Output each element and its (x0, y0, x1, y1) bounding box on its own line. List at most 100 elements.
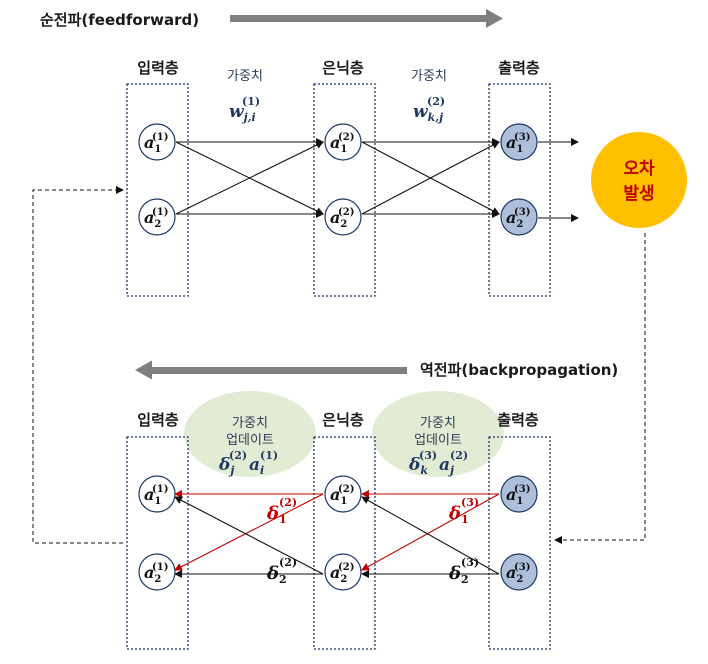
top-node-out1-base: a (506, 133, 516, 152)
delta-output-1-sub: 1 (461, 513, 469, 526)
bottom-node-out1-sub: 1 (516, 496, 523, 507)
top-output-layer-label: 출력층 (498, 59, 540, 77)
top-node-in2-base: a (144, 208, 154, 227)
bottom-node-hid2-sub: 2 (340, 574, 347, 585)
top-node-hid2-base: a (330, 208, 340, 227)
weight-symbol-w2-sup: (2) (427, 95, 445, 108)
bottom-node-hid1-base: a (330, 485, 340, 504)
update-formula-2-delta: δ (408, 455, 420, 475)
top-input-layer-label: 입력층 (137, 59, 179, 77)
svg-text:a2(2): a2(2) (330, 562, 354, 585)
delta-hidden-1: δ1 (2) (266, 496, 297, 526)
svg-text:a2(1): a2(1) (144, 562, 168, 585)
top-node-hid1-sup: (2) (338, 132, 354, 143)
bottom-node-in1-sup: (1) (152, 484, 168, 495)
weight-update-bubble-1 (184, 391, 316, 477)
delta-hidden-1-sub: 1 (279, 513, 287, 526)
delta-hidden-1-sup: (2) (279, 496, 297, 509)
top-output-layer-box (488, 83, 551, 297)
update-formula-2-delta-sup: (3) (419, 449, 437, 462)
top-node-in1: a1(1) (138, 123, 176, 161)
top-node-hid2: a2(2) (324, 198, 362, 236)
top-node-hid1: a1(2) (324, 123, 362, 161)
delta-hidden-2-sub: 2 (279, 573, 287, 586)
top-hidden-layer-label: 은닉층 (322, 59, 364, 77)
svg-text:a1(1): a1(1) (144, 132, 168, 155)
bottom-node-in2: a2(1) (138, 553, 176, 591)
weight-symbol-w2-sub: k,j (428, 111, 443, 124)
delta-output-1: δ1(3) (448, 496, 479, 526)
update-2-line2: 업데이트 (414, 433, 462, 448)
update-formula-2-delta-sub: k (420, 464, 428, 477)
backprop-title: 역전파(backpropagation) (420, 361, 618, 379)
weight-symbol-w2-base: w (413, 102, 429, 122)
delta-output-1-sup: (3) (461, 496, 479, 509)
weight-update-bubble-2 (372, 391, 504, 477)
svg-text:a1(3): a1(3) (506, 484, 530, 507)
update-formula-1-a-sup: (1) (260, 449, 278, 462)
delta-hidden-2-sup: (2) (279, 556, 297, 569)
bottom-node-in2-base: a (144, 563, 154, 582)
backward-connections-black (174, 496, 500, 578)
bottom-output-layer-box (488, 436, 551, 650)
bottom-node-out2-base: a (506, 563, 516, 582)
update-formula-2-a-sub: j (448, 464, 454, 477)
bottom-node-in2-sub: 2 (154, 574, 161, 585)
bottom-node-hid2-sup: (2) (338, 562, 354, 573)
bottom-node-hid2: a2(2) (324, 553, 362, 591)
top-node-in2-sub: 2 (154, 219, 161, 230)
delta-hidden-2: δ2 (2) (266, 556, 297, 586)
backward-connections-red (174, 490, 500, 571)
top-node-out1-sub: 1 (516, 144, 523, 155)
weight-symbol-w1: wj,i (1) (229, 95, 260, 124)
update-formula-1: δj(2)ai(1) (218, 449, 278, 477)
top-hidden-layer-box (313, 83, 376, 297)
bottom-node-in1-base: a (144, 485, 154, 504)
top-node-in1-sub: 1 (154, 144, 161, 155)
delta-hidden-2-base: δ (266, 563, 279, 584)
bottom-node-out2: a2(3) (500, 553, 538, 591)
backprop-loop-dashed-lines (32, 186, 646, 544)
delta-hidden-1-base: δ (266, 503, 279, 524)
bottom-input-layer-box (126, 436, 189, 650)
weight-symbol-w1-sub: j,i (242, 111, 256, 124)
svg-text:a1(1): a1(1) (144, 484, 168, 507)
update-formula-1-delta: δ (218, 455, 230, 475)
feedforward-direction-arrow (230, 9, 503, 28)
bottom-node-hid1-sub: 1 (340, 496, 347, 507)
forward-connections (175, 138, 579, 222)
top-node-hid1-base: a (330, 133, 340, 152)
bottom-output-layer-label: 출력층 (497, 411, 539, 429)
top-node-hid2-sup: (2) (338, 207, 354, 218)
bottom-node-out1-sup: (3) (514, 484, 530, 495)
update-1-line1: 가중치 (232, 416, 268, 431)
weight-symbol-w1-sup: (1) (242, 95, 260, 108)
weight-symbol-w1-base: w (229, 102, 245, 122)
delta-output-2-sup: (3) (461, 556, 479, 569)
update-formula-1-a: a (249, 455, 260, 475)
bottom-hidden-layer-box (313, 436, 376, 650)
top-weight-label-1: 가중치 (227, 69, 263, 84)
bottom-node-hid2-base: a (330, 563, 340, 582)
top-node-in2: a2(1) (138, 198, 176, 236)
svg-text:a2(3): a2(3) (506, 562, 530, 585)
update-formula-2-a-sup: (2) (450, 449, 468, 462)
svg-text:a1(2): a1(2) (330, 132, 354, 155)
top-input-layer-box (126, 83, 189, 297)
bottom-node-in1: a1(1) (138, 475, 176, 513)
update-2-line1: 가중치 (420, 416, 456, 431)
bottom-input-layer-label: 입력층 (137, 411, 179, 429)
bottom-node-in2-sup: (1) (152, 562, 168, 573)
bottom-node-out2-sub: 2 (516, 574, 523, 585)
top-node-out2: a2(3) (500, 198, 538, 236)
top-node-in1-base: a (144, 133, 154, 152)
bottom-node-in1-sub: 1 (154, 496, 161, 507)
update-formula-2: δk(3)aj(2) (408, 449, 468, 477)
top-node-hid1-sub: 1 (340, 144, 347, 155)
bottom-hidden-layer-label: 은닉층 (322, 411, 364, 429)
backprop-direction-arrow (135, 360, 407, 380)
update-formula-1-delta-sup: (2) (229, 449, 247, 462)
svg-text:a2(3): a2(3) (506, 207, 530, 230)
top-node-out2-sup: (3) (514, 207, 530, 218)
top-node-out1: a1(3) (500, 123, 538, 161)
